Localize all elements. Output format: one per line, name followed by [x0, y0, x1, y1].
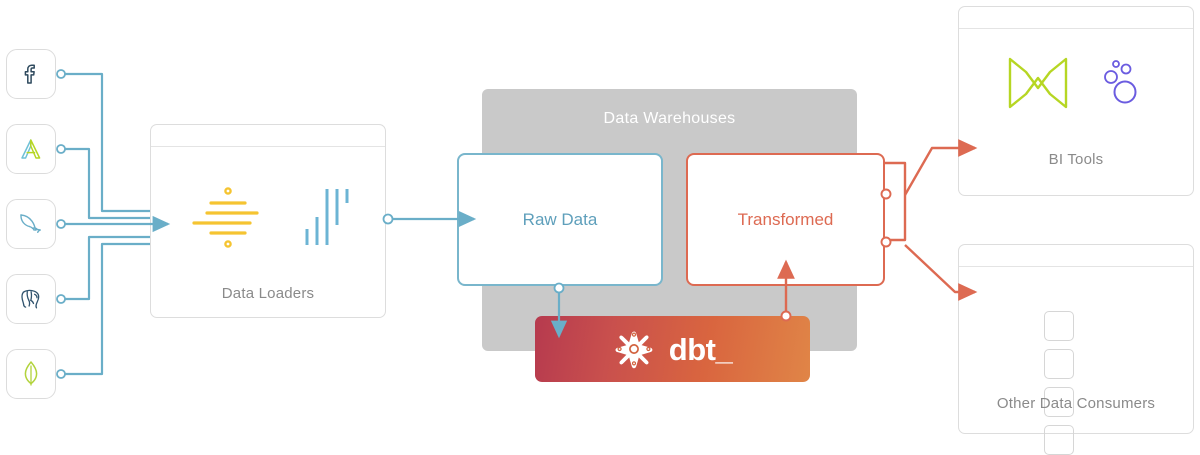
source-tile-facebook[interactable] [6, 49, 56, 99]
data-loaders-titlebar [151, 125, 385, 147]
data-loaders-body: Data Loaders [151, 147, 385, 317]
diagram-canvas: Data Warehouses [6, 6, 1194, 455]
wire-facebook-to-loaders [61, 72, 150, 213]
bi-tools-caption: BI Tools [1048, 151, 1104, 168]
wire-mongodb-to-loaders [61, 242, 150, 376]
port-postgres [56, 294, 66, 304]
bi-tools-body: BI Tools [959, 29, 1193, 195]
mode-logo-icon [1008, 57, 1068, 109]
mongodb-leaf-icon [24, 361, 38, 386]
postgresql-elephant-icon [21, 289, 40, 309]
bi-tools-logo-row [959, 55, 1193, 111]
grid-of-four-squares-icon [1044, 311, 1108, 455]
source-tile-mysql[interactable] [6, 199, 56, 249]
grid-square [1044, 387, 1074, 417]
other-data-consumers-titlebar [959, 245, 1193, 267]
amplitude-icon [21, 139, 41, 159]
data-warehouses-label: Data Warehouses [603, 110, 736, 127]
raw-data-box[interactable]: Raw Data [457, 153, 663, 286]
port-mysql [56, 219, 66, 229]
bi-tools-card[interactable]: BI Tools [958, 6, 1194, 196]
other-data-consumers-caption: Other Data Consumers [996, 395, 1156, 412]
grid-square [1044, 425, 1074, 455]
dbt-wordmark: dbt_ [668, 331, 733, 367]
source-tile-amplitude[interactable] [6, 124, 56, 174]
data-loaders-card[interactable]: Data Loaders [150, 124, 386, 318]
other-data-consumers-card[interactable]: Other Data Consumers [958, 244, 1194, 455]
bi-tools-titlebar [959, 7, 1193, 29]
source-tile-postgresql[interactable] [6, 274, 56, 324]
mysql-dolphin-icon [20, 214, 41, 233]
wire-postgres-to-loaders [61, 235, 150, 301]
dbt-bar[interactable]: dbt_ [535, 316, 810, 382]
wire-amplitude-to-loaders [61, 147, 150, 220]
fivetran-logo-icon [192, 187, 259, 248]
looker-logo-icon [1104, 60, 1137, 104]
raw-data-label: Raw Data [522, 209, 598, 229]
wire-transformed-right-rail [883, 161, 907, 242]
other-data-consumers-body: Other Data Consumers [959, 267, 1193, 455]
transformed-box[interactable]: Transformed [686, 153, 885, 286]
facebook-icon [24, 64, 35, 84]
port-facebook [56, 69, 66, 79]
transformed-label: Transformed [737, 209, 834, 229]
data-loaders-caption: Data Loaders [221, 285, 315, 302]
stitch-logo-icon [305, 189, 349, 245]
source-tile-mongodb[interactable] [6, 349, 56, 399]
grid-square [1044, 311, 1074, 341]
dbt-star-icon [615, 331, 653, 369]
port-amplitude [56, 144, 66, 154]
data-loaders-logo-row [151, 181, 385, 255]
port-mongodb [56, 369, 66, 379]
grid-square [1044, 349, 1074, 379]
